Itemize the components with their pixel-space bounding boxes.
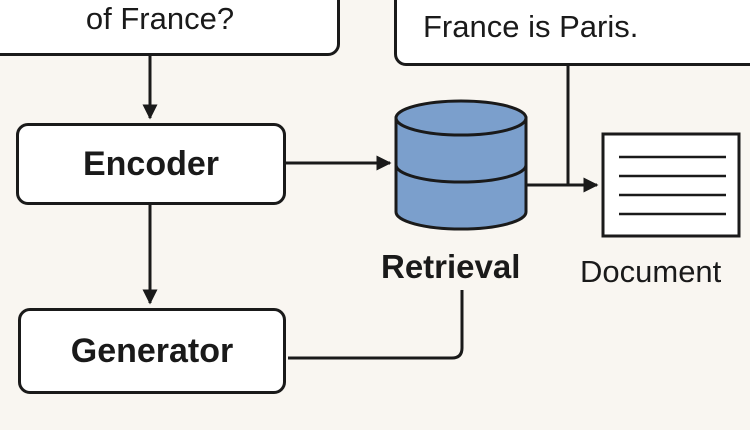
answer-box: France is Paris. — [394, 0, 750, 66]
encoder-box: Encoder — [16, 123, 286, 205]
question-box: of France? — [0, 0, 340, 56]
generator-box: Generator — [18, 308, 286, 394]
retrieval-label: Retrieval — [381, 248, 521, 285]
document-label: Document — [580, 254, 722, 289]
answer-text: France is Paris. — [423, 9, 639, 44]
database-icon — [394, 99, 528, 231]
encoder-label: Encoder — [82, 144, 220, 183]
connector-retrieval-to-generator — [288, 290, 464, 360]
question-text: of France? — [85, 1, 235, 36]
document-icon — [601, 132, 741, 238]
generator-label: Generator — [70, 331, 234, 370]
